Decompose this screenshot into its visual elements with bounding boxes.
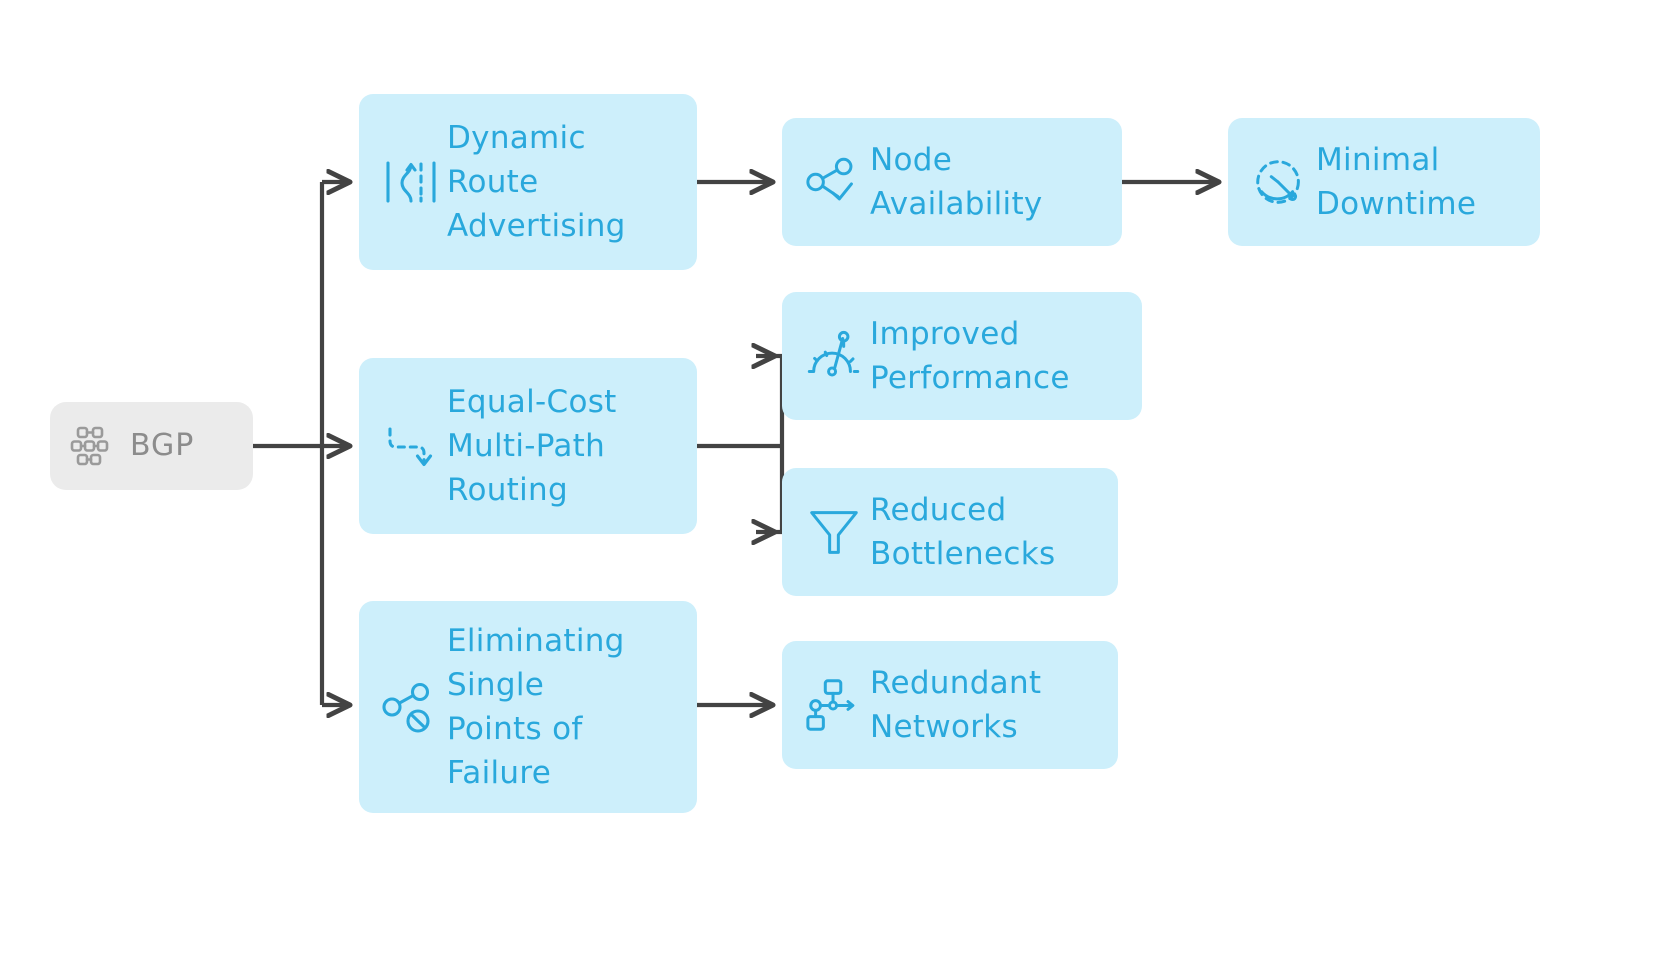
node-eliminating-single-points-of-failure-label: Eliminating Single Points of Failure <box>447 622 625 792</box>
node-minimal-downtime-label: Minimal Downtime <box>1316 141 1477 222</box>
node-reduced-bottlenecks[interactable]: Reduced Bottlenecks <box>782 468 1118 596</box>
node-redundant-networks[interactable]: Redundant Networks <box>782 641 1118 769</box>
dashed-clock-icon <box>1244 152 1316 212</box>
share-nodes-blocked-icon <box>375 676 447 738</box>
node-dynamic-route-advertising[interactable]: Dynamic Route Advertising <box>359 94 697 270</box>
share-nodes-check-icon <box>798 152 870 212</box>
node-equal-cost-multi-path-routing-label: Equal-Cost Multi-Path Routing <box>447 383 617 508</box>
node-node-availability[interactable]: Node Availability <box>782 118 1122 246</box>
node-improved-performance-label: Improved Performance <box>870 315 1070 396</box>
node-equal-cost-multi-path-routing[interactable]: Equal-Cost Multi-Path Routing <box>359 358 697 534</box>
node-bgp[interactable]: BGP <box>50 402 253 490</box>
lane-merge-route-icon <box>375 151 447 213</box>
node-eliminating-single-points-of-failure[interactable]: Eliminating Single Points of Failure <box>359 601 697 813</box>
node-dynamic-route-advertising-label: Dynamic Route Advertising <box>447 119 626 244</box>
node-redundant-networks-label: Redundant Networks <box>870 664 1042 745</box>
node-reduced-bottlenecks-label: Reduced Bottlenecks <box>870 491 1056 572</box>
network-redundancy-icon <box>798 675 870 735</box>
network-topology-icon <box>66 422 118 470</box>
node-improved-performance[interactable]: Improved Performance <box>782 292 1142 420</box>
speed-gauge-icon <box>798 326 870 386</box>
funnel-filter-icon <box>798 502 870 562</box>
node-node-availability-label: Node Availability <box>870 141 1043 222</box>
node-bgp-label: BGP <box>130 427 195 463</box>
node-minimal-downtime[interactable]: Minimal Downtime <box>1228 118 1540 246</box>
dashed-branch-arrow-icon <box>375 415 447 477</box>
